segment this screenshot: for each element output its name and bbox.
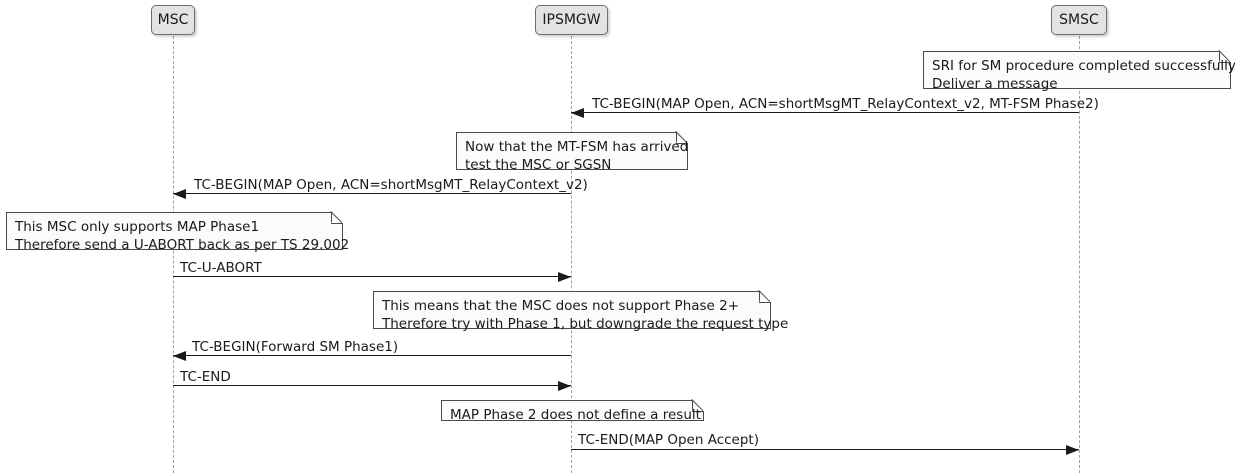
message-line-msg-tcbegin-forward-sm-phase1 (173, 355, 571, 356)
note-fold-corner-icon (676, 131, 688, 144)
note-no-phase2plus: This means that the MSC does not support… (373, 290, 788, 332)
note-text: SRI for SM procedure completed successfu… (932, 58, 1236, 92)
participant-msc[interactable]: MSC (151, 5, 195, 35)
lifeline-ipsmgw (571, 36, 572, 473)
message-line-msg-tc-u-abort (173, 276, 571, 277)
message-line-msg-tc-end (173, 385, 571, 386)
lifeline-smsc (1079, 36, 1080, 473)
arrowhead-right-icon (1066, 445, 1079, 455)
lifeline-msc (173, 36, 174, 473)
note-text: This MSC only supports MAP Phase1 Theref… (15, 219, 350, 253)
message-label-msg-tcbegin-relaycontext: TC-BEGIN(MAP Open, ACN=shortMsgMT_RelayC… (194, 177, 588, 193)
note-fold-corner-icon (692, 399, 704, 412)
note-sri-complete: SRI for SM procedure completed successfu… (923, 50, 1236, 92)
note-fold-corner-icon (759, 290, 771, 303)
note-msc-phase1: This MSC only supports MAP Phase1 Theref… (6, 211, 349, 253)
message-line-msg-tcbegin-relaycontext (173, 193, 571, 194)
arrowhead-right-icon (558, 272, 571, 282)
note-text: MAP Phase 2 does not define a result (450, 407, 701, 423)
message-label-msg-tcbegin-forward-sm-phase1: TC-BEGIN(Forward SM Phase1) (192, 339, 399, 355)
message-label-msg-tc-end-map-open-accept: TC-END(MAP Open Accept) (578, 432, 759, 448)
note-fold-corner-icon (331, 211, 343, 224)
participant-ipsmgw[interactable]: IPSMGW (535, 5, 608, 35)
note-text: Now that the MT-FSM has arrived test the… (465, 139, 689, 173)
note-fold-corner-icon (1219, 50, 1231, 63)
message-line-msg-tc-end-map-open-accept (571, 449, 1079, 450)
message-label-msg-tcbegin-mtfsm-phase2: TC-BEGIN(MAP Open, ACN=shortMsgMT_RelayC… (592, 96, 1099, 112)
arrowhead-right-icon (558, 381, 571, 391)
note-mtfsm-arrived: Now that the MT-FSM has arrived test the… (456, 131, 688, 173)
participant-smsc[interactable]: SMSC (1051, 5, 1107, 35)
arrowhead-left-icon (173, 189, 186, 199)
note-text: This means that the MSC does not support… (382, 298, 789, 332)
note-no-result: MAP Phase 2 does not define a result (441, 399, 704, 423)
arrowhead-left-icon (173, 351, 186, 361)
arrowhead-left-icon (571, 108, 584, 118)
message-line-msg-tcbegin-mtfsm-phase2 (571, 112, 1079, 113)
message-label-msg-tc-u-abort: TC-U-ABORT (180, 260, 262, 276)
message-label-msg-tc-end: TC-END (180, 369, 231, 385)
